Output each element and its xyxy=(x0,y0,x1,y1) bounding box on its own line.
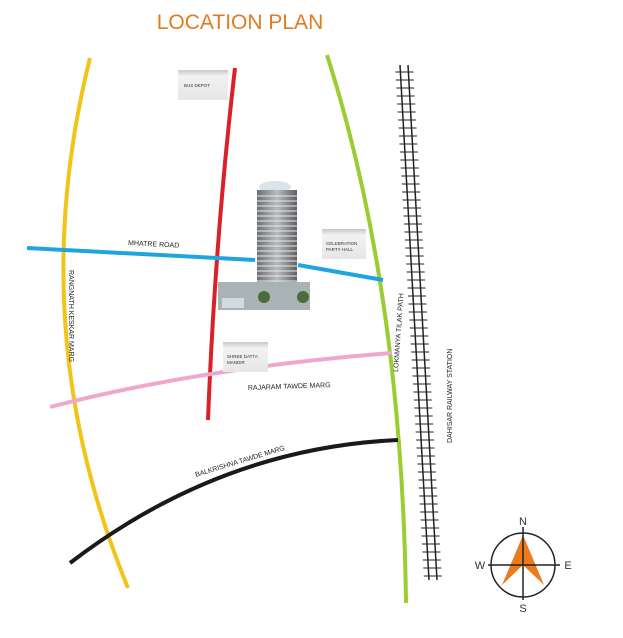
label-rajaram-tawde-marg: RAJARAM TAWDE MARG xyxy=(248,382,331,392)
rajaram-tawde-marg-road xyxy=(49,351,393,409)
svg-text:N: N xyxy=(519,516,527,528)
label-dahisar-railway-station: DAHISAR RAILWAY STATION xyxy=(447,349,454,443)
svg-text:SHREE DATTA: SHREE DATTA xyxy=(227,354,258,359)
railway-track xyxy=(395,64,442,581)
svg-text:CELEBRATION: CELEBRATION xyxy=(326,241,357,246)
map-title: LOCATION PLAN xyxy=(157,11,323,34)
svg-text:BUS DEPOT: BUS DEPOT xyxy=(184,83,210,88)
landmark-celebration-party-hall: CELEBRATION PARTY HALL xyxy=(322,229,366,259)
landmark-bus-depot: BUS DEPOT xyxy=(178,70,228,100)
label-lokmanya-tilak-path: LOKMANYA TILAK PATH xyxy=(393,293,405,372)
svg-text:W: W xyxy=(475,560,486,572)
balkrishna-tawde-marg-road xyxy=(68,438,399,565)
mhatre-road xyxy=(26,246,384,282)
label-rangnath-keskar-marg: RANGNATH KESKAR MARG xyxy=(67,270,74,362)
compass-rose: N S E W xyxy=(475,516,572,615)
svg-text:S: S xyxy=(519,603,526,615)
svg-text:PARTY HALL: PARTY HALL xyxy=(326,247,354,252)
lokmanya-tilak-path-road xyxy=(325,54,408,604)
rangnath-keskar-marg-road xyxy=(61,57,130,589)
project-building xyxy=(218,181,310,310)
landmark-shree-datta-mandir: SHREE DATTA MANDIR xyxy=(223,342,268,372)
svg-text:E: E xyxy=(564,560,571,572)
svg-text:MANDIR: MANDIR xyxy=(227,360,245,365)
label-mhatre-road: MHATRE ROAD xyxy=(128,240,180,250)
